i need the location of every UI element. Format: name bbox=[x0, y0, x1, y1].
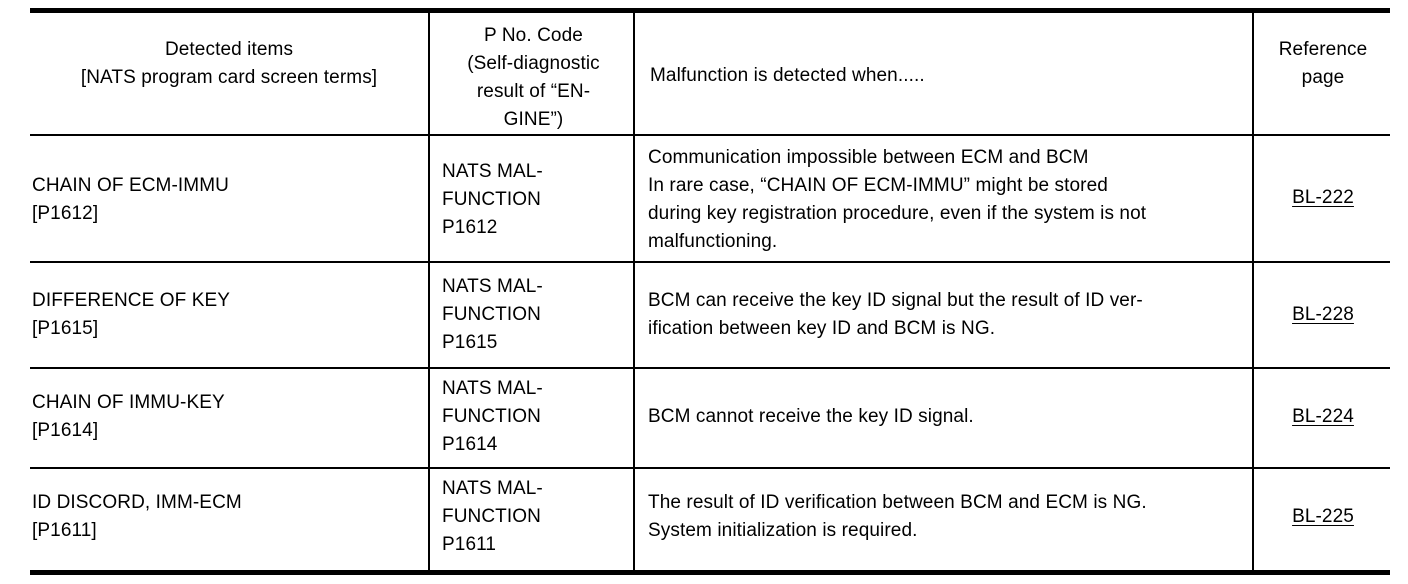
reference-page-link[interactable]: BL-222 bbox=[1292, 187, 1354, 208]
table-row-p-no-code: NATS MAL- FUNCTION P1615 bbox=[442, 273, 630, 357]
table-row-reference-page: BL-225 bbox=[1258, 503, 1388, 531]
header-line: Reference bbox=[1278, 39, 1368, 60]
table-row-reference-page: BL-222 bbox=[1258, 184, 1388, 212]
detected-item-code: [P1612] bbox=[32, 203, 99, 224]
table-row-detected-items: CHAIN OF IMMU-KEY [P1614] bbox=[32, 389, 426, 445]
p-no-code-line: NATS MAL- bbox=[442, 276, 543, 297]
detected-item-code: [P1611] bbox=[32, 520, 97, 541]
row-separator-rule-1 bbox=[30, 261, 1390, 263]
table-row-malfunction: BCM can receive the key ID signal but th… bbox=[648, 287, 1248, 343]
column-divider-1 bbox=[428, 13, 430, 570]
column-header-malfunction-condition: Malfunction is detected when..... bbox=[650, 62, 1246, 90]
p-no-code-line: NATS MAL- bbox=[442, 161, 543, 182]
malfunction-line: BCM can receive the key ID signal but th… bbox=[648, 290, 1143, 311]
header-line: Malfunction is detected when..... bbox=[650, 65, 925, 86]
row-separator-rule-2 bbox=[30, 367, 1390, 369]
table-bottom-rule bbox=[30, 570, 1390, 575]
header-line: GINE”) bbox=[503, 109, 564, 130]
table-row-reference-page: BL-224 bbox=[1258, 403, 1388, 431]
p-no-code-line: P1615 bbox=[442, 332, 498, 353]
malfunction-line: during key registration procedure, even … bbox=[648, 203, 1147, 224]
header-line: (Self-diagnostic bbox=[467, 53, 600, 74]
column-header-p-no-code: P No. Code (Self-diagnostic result of “E… bbox=[436, 22, 631, 134]
p-no-code-line: P1614 bbox=[442, 434, 498, 455]
table-row-detected-items: CHAIN OF ECM-IMMU [P1612] bbox=[32, 172, 426, 228]
header-line: [NATS program card screen terms] bbox=[80, 67, 378, 88]
malfunction-line: Communication impossible between ECM and… bbox=[648, 147, 1089, 168]
detected-item-name: CHAIN OF IMMU-KEY bbox=[32, 392, 225, 413]
p-no-code-line: FUNCTION bbox=[442, 189, 541, 210]
column-header-detected-items: Detected items [NATS program card screen… bbox=[32, 36, 426, 92]
p-no-code-line: P1612 bbox=[442, 217, 498, 238]
detected-item-name: ID DISCORD, IMM-ECM bbox=[32, 492, 242, 513]
header-line: P No. Code bbox=[484, 25, 583, 46]
table-row-p-no-code: NATS MAL- FUNCTION P1614 bbox=[442, 375, 630, 459]
table-top-rule bbox=[30, 8, 1390, 13]
reference-page-link[interactable]: BL-225 bbox=[1292, 506, 1354, 527]
header-line: Detected items bbox=[164, 39, 294, 60]
table-row-reference-page: BL-228 bbox=[1258, 301, 1388, 329]
table-row-detected-items: ID DISCORD, IMM-ECM [P1611] bbox=[32, 489, 426, 545]
p-no-code-line: P1611 bbox=[442, 534, 497, 555]
header-line: result of “EN- bbox=[476, 81, 591, 102]
p-no-code-line: NATS MAL- bbox=[442, 478, 543, 499]
p-no-code-line: FUNCTION bbox=[442, 506, 541, 527]
header-separator-rule bbox=[30, 134, 1390, 136]
column-divider-2 bbox=[633, 13, 635, 570]
malfunction-line: malfunctioning. bbox=[648, 231, 778, 252]
table-row-malfunction: The result of ID verification between BC… bbox=[648, 489, 1248, 545]
table-row-malfunction: Communication impossible between ECM and… bbox=[648, 144, 1248, 256]
table-row-p-no-code: NATS MAL- FUNCTION P1611 bbox=[442, 475, 630, 559]
p-no-code-line: NATS MAL- bbox=[442, 378, 543, 399]
reference-page-link[interactable]: BL-228 bbox=[1292, 304, 1354, 325]
detected-item-code: [P1614] bbox=[32, 420, 99, 441]
column-divider-3 bbox=[1252, 13, 1254, 570]
row-separator-rule-3 bbox=[30, 467, 1390, 469]
table-row-detected-items: DIFFERENCE OF KEY [P1615] bbox=[32, 287, 426, 343]
reference-page-link[interactable]: BL-224 bbox=[1292, 406, 1354, 427]
column-header-reference-page: Reference page bbox=[1258, 36, 1388, 92]
malfunction-line: System initialization is required. bbox=[648, 520, 918, 541]
table-row-malfunction: BCM cannot receive the key ID signal. bbox=[648, 403, 1248, 431]
table-row-p-no-code: NATS MAL- FUNCTION P1612 bbox=[442, 158, 630, 242]
malfunction-line: In rare case, “CHAIN OF ECM-IMMU” might … bbox=[648, 175, 1108, 196]
malfunction-line: The result of ID verification between BC… bbox=[648, 492, 1147, 513]
p-no-code-line: FUNCTION bbox=[442, 304, 541, 325]
detected-item-code: [P1615] bbox=[32, 318, 99, 339]
malfunction-line: BCM cannot receive the key ID signal. bbox=[648, 406, 974, 427]
detected-item-name: DIFFERENCE OF KEY bbox=[32, 290, 231, 311]
header-line: page bbox=[1301, 67, 1345, 88]
malfunction-line: ification between key ID and BCM is NG. bbox=[648, 318, 996, 339]
p-no-code-line: FUNCTION bbox=[442, 406, 541, 427]
detected-item-name: CHAIN OF ECM-IMMU bbox=[32, 175, 229, 196]
